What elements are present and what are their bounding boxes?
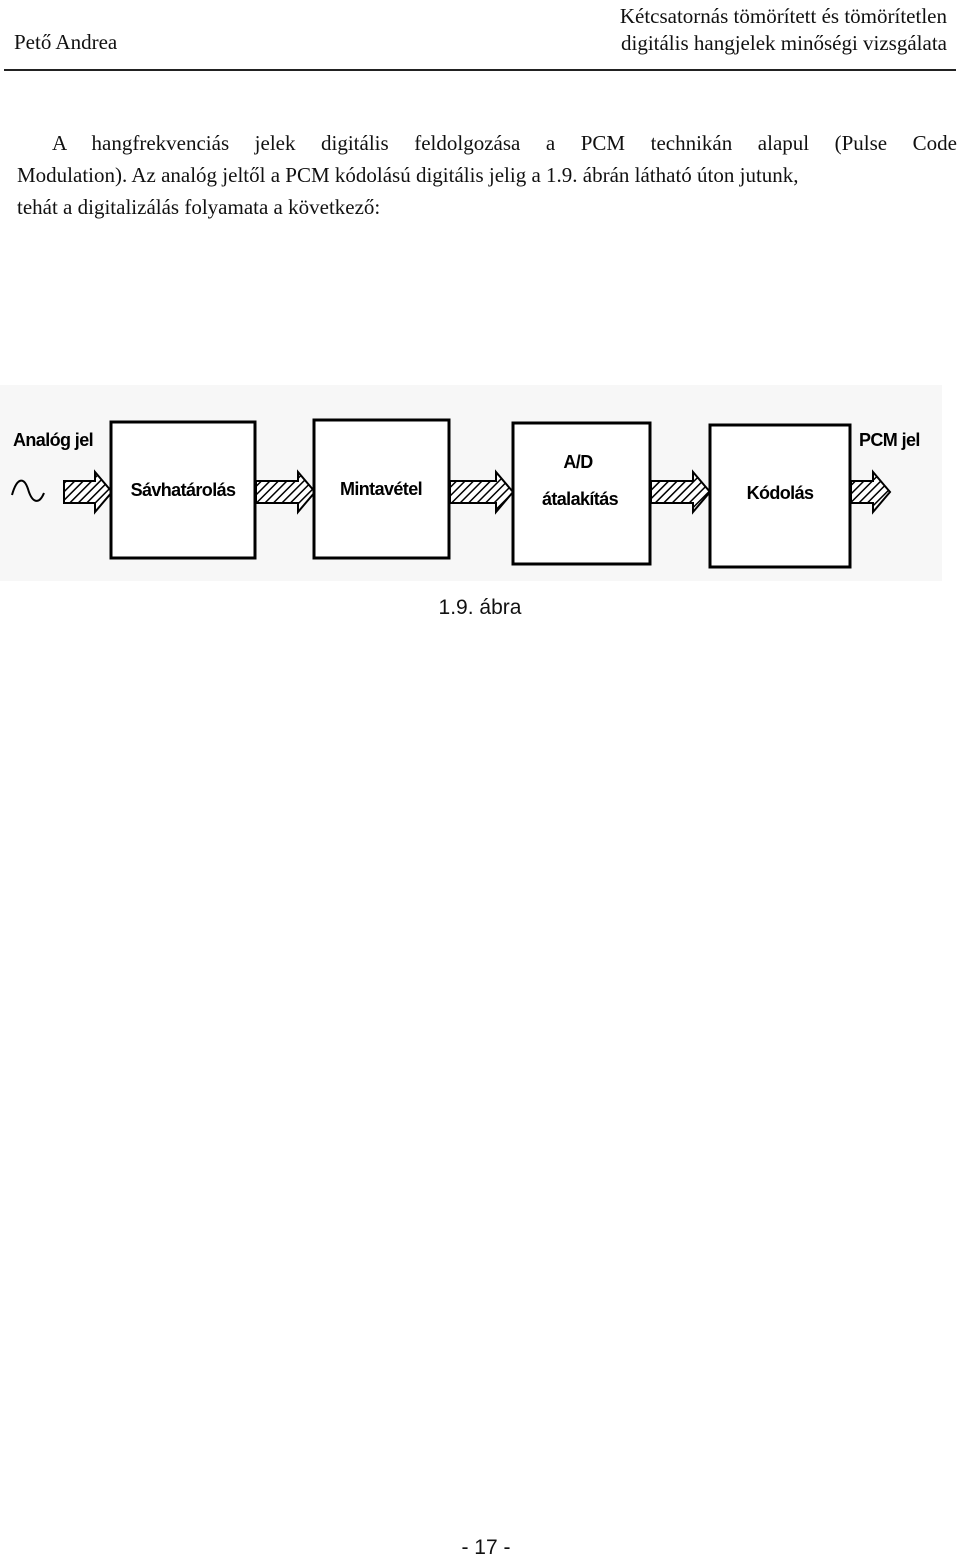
block-label: Mintavétel: [340, 479, 422, 499]
hatched-arrow-icon: [650, 469, 712, 515]
arrow-3: [650, 469, 712, 515]
block-ad-atalakitas: A/D átalakítás: [511, 421, 652, 566]
header-title-line2: digitális hangjelek minőségi vizsgálata: [620, 31, 947, 55]
input-label: Analóg jel: [13, 430, 93, 450]
block-savhatarolas: Sávhatárolás: [109, 420, 257, 560]
figure-caption: 1.9. ábra: [438, 596, 522, 619]
page-number: - 17 -: [461, 1536, 511, 1559]
output-label: PCM jel: [859, 430, 920, 450]
paragraph-line-2: Modulation). Az analóg jeltől a PCM kódo…: [17, 163, 799, 187]
header-title: Kétcsatornás tömörített és tömörítetlen …: [620, 3, 947, 57]
hatched-arrow-icon: [449, 469, 515, 515]
arrow-2: [449, 469, 515, 515]
hatched-arrow-icon: [63, 469, 114, 515]
pcm-block-diagram: Analóg jel PCM jel Sávhatárolás Mintavét…: [0, 385, 960, 585]
header-divider: [4, 69, 956, 71]
hatched-arrow-icon: [255, 469, 317, 515]
arrow-1: [255, 469, 317, 515]
header-title-line1: Kétcsatornás tömörített és tömörítetlen: [619, 4, 947, 28]
block-label: Sávhatárolás: [131, 480, 236, 500]
block-label: Kódolás: [747, 483, 814, 503]
sine-wave-icon: [11, 479, 45, 502]
hatched-arrow-icon: [850, 469, 892, 515]
block-label-line1: A/D: [563, 452, 593, 472]
body-paragraph: A hangfrekvenciás jelek digitális feldol…: [17, 127, 957, 223]
header-author: Pető Andrea: [14, 30, 118, 54]
pcm-diagram-svg: Analóg jel PCM jel Sávhatárolás Mintavét…: [0, 385, 942, 581]
arrow-input: [63, 469, 114, 515]
block-label-line2: átalakítás: [542, 489, 619, 509]
arrow-output: [850, 469, 892, 515]
paragraph-line-3: tehát a digitalizálás folyamata a követk…: [17, 195, 381, 219]
block-kodolas: Kódolás: [708, 423, 852, 569]
block-mintavetel: Mintavétel: [312, 418, 451, 560]
paragraph-line-1: A hangfrekvenciás jelek digitális feldol…: [52, 131, 957, 155]
